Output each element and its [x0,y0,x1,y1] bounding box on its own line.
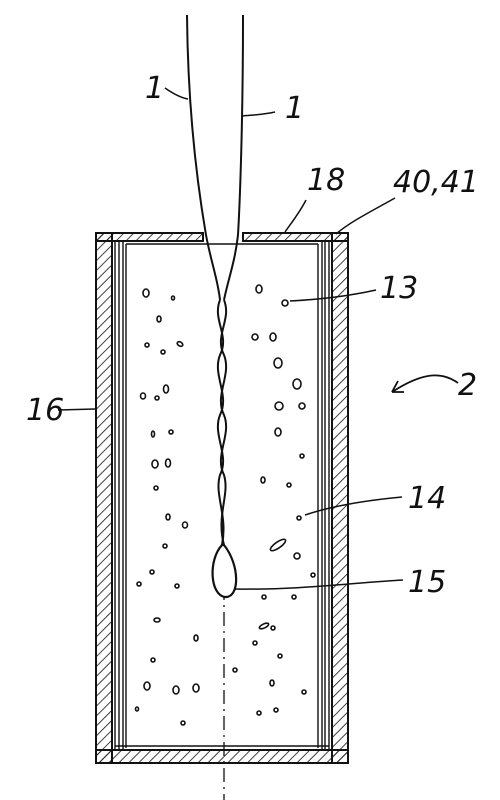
bubble [181,521,189,529]
container-housing [95,232,349,764]
leader-fiber-left [164,87,189,100]
bubble [144,342,150,348]
bubble [251,333,259,341]
bubble [293,552,301,560]
bubble [277,653,283,659]
bubble [150,657,156,663]
bubble [270,625,276,631]
bubble [252,640,258,646]
bubble [134,706,140,712]
bubble [269,332,277,342]
bubble [139,392,147,400]
bubble [174,583,180,589]
bubble [292,378,302,390]
bubble [291,594,297,600]
bubble [274,427,282,437]
bubble [192,683,200,693]
inner-layers [114,241,330,750]
twisted-strand [216,299,228,546]
fibers [186,14,244,301]
bubble [256,710,262,716]
bubble [172,685,180,695]
fiber-right [223,14,244,301]
bubble [153,485,159,491]
label-fiber-right: 1 [285,91,304,126]
bubble [286,482,292,488]
top-cover-right [242,232,349,242]
bubble [260,476,266,484]
bubble [136,581,142,587]
leader-liquid [304,496,403,516]
bubble [156,315,162,323]
label-wall-ref: 40,41 [393,165,479,200]
bubble [299,453,305,459]
bubble [274,401,284,411]
bottom-wall [95,749,349,764]
leader-lines [57,87,404,590]
label-housing: 16 [26,393,64,428]
bubble [281,299,289,307]
bubble [269,679,275,687]
bubbles [134,284,316,726]
bubble [193,634,199,642]
bubble [162,384,170,394]
top-cover-left [95,232,204,242]
left-wall [95,232,113,764]
bubble [258,622,270,630]
bubble [298,402,306,410]
bubble [296,515,302,521]
bubble [261,594,267,600]
bubble [162,543,168,549]
bubble [160,349,166,355]
bubble [273,707,279,713]
label-drop: 15 [408,565,446,600]
bubble [269,538,287,552]
right-wall [331,232,349,764]
bubble [143,681,151,691]
leader-housing [57,408,96,411]
bubble [255,284,263,294]
label-fiber-left: 1 [145,71,164,106]
leader-wall-ref [335,197,396,235]
bubble [165,513,171,521]
bubble [310,572,316,578]
fiber-left [186,14,221,301]
leader-bubble [289,289,377,302]
bubble [301,689,307,695]
bubble [153,617,161,623]
bubble [170,295,176,301]
label-cover: 18 [307,163,345,198]
leader-cover [284,199,307,233]
label-device: 2 [458,368,477,403]
bubble [151,459,159,469]
label-bubble: 13 [380,271,418,306]
bubble [176,340,184,348]
label-liquid: 14 [408,481,446,516]
leader-fiber-right [241,111,276,117]
device-arrow [391,374,459,393]
bubble [168,429,174,435]
bubble [273,357,283,369]
leader-drop [234,579,404,590]
bubble [232,667,238,673]
bubble [142,288,150,298]
bubble [154,395,160,401]
drop [211,543,238,599]
bubble [150,430,156,438]
bubble [149,569,155,575]
bubble [164,458,172,468]
bubble [180,720,186,726]
